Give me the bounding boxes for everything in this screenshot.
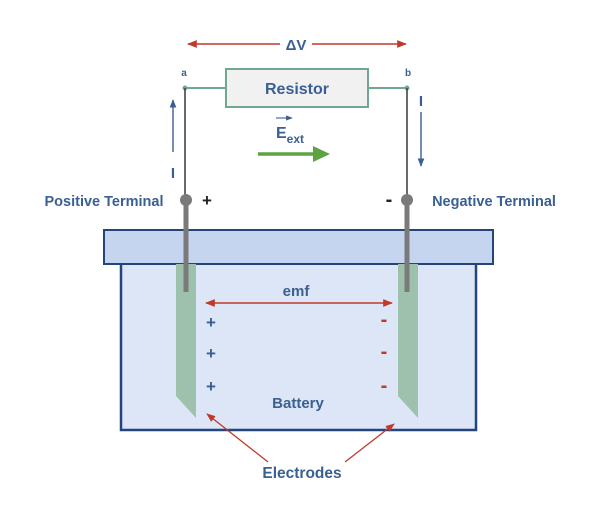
charge-minus-2: - [381, 341, 388, 363]
negative-terminal-sign: - [386, 189, 393, 211]
node-a-label: a [181, 68, 187, 79]
electrodes-label: Electrodes [262, 465, 341, 482]
e-ext-main: E [276, 125, 287, 142]
charge-plus-2: + [206, 344, 216, 363]
emf-label: emf [283, 283, 311, 300]
e-ext-label: Eext [276, 125, 304, 146]
electrode-pointer-right [344, 423, 395, 463]
negative-electrode [398, 264, 418, 418]
negative-terminal-knob [401, 194, 413, 206]
node-b-label: b [405, 68, 411, 79]
battery-label: Battery [272, 395, 324, 412]
e-ext-subscript: ext [287, 132, 304, 146]
charge-plus-1: + [206, 313, 216, 332]
current-label-left: I [171, 165, 175, 182]
current-label-right: I [419, 93, 423, 110]
positive-terminal-label: Positive Terminal [45, 194, 164, 210]
positive-terminal-sign: + [202, 191, 212, 210]
negative-terminal-label: Negative Terminal [432, 194, 556, 210]
e-field-arrow-head [313, 146, 330, 162]
battery-lid [103, 229, 494, 265]
positive-terminal-knob [180, 194, 192, 206]
positive-electrode [176, 264, 196, 418]
charge-plus-3: + [206, 377, 216, 396]
electrode-pointer-left [206, 413, 269, 463]
delta-v-label: ΔV [286, 37, 307, 54]
charge-minus-3: - [381, 375, 388, 397]
resistor-label: Resistor [265, 81, 329, 98]
resistor [225, 68, 369, 108]
charge-minus-1: - [381, 309, 388, 331]
